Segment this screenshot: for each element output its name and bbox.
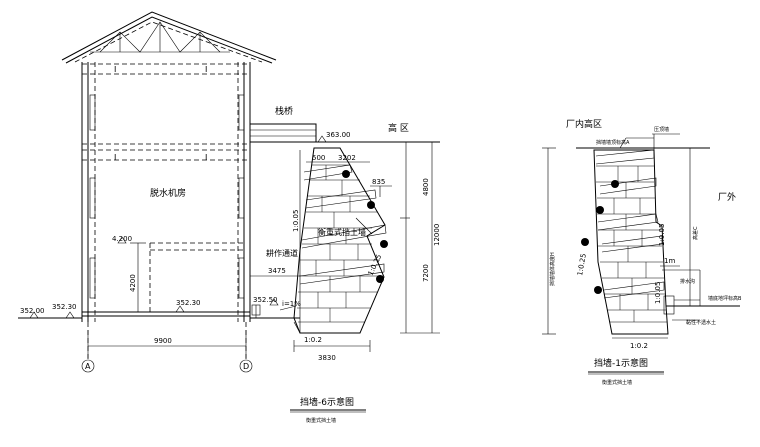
svg-text:I: I (114, 153, 116, 162)
left-caption: 挡墙-6示意图 衡重式挡土墙 (290, 396, 366, 424)
right-text: 厂内高区 厂外 挡墙墙顶标高A 压顶墙 1:0.05 1:0.25 1:0.2 … (549, 118, 742, 350)
trestle-bridge (249, 123, 330, 143)
slope-label: i=1% (282, 300, 301, 308)
dim-1m: 1m (664, 257, 675, 265)
left-caption-subtitle: 衡重式挡土墙 (306, 417, 336, 424)
roof-truss (61, 11, 277, 64)
grade-3-label: 1:0.2 (304, 336, 322, 344)
right-caption-title: 挡墙-1示意图 (594, 357, 648, 369)
dim-4800: 4800 (422, 178, 430, 196)
elev-352-50-label: 352.50 (253, 296, 278, 304)
dim-4200v: 4200 (129, 274, 137, 292)
top-note-2: 压顶墙 (654, 126, 669, 133)
retaining-wall-6 (293, 147, 388, 334)
right-caption: 挡墙-1示意图 衡重式挡土墙 (588, 357, 664, 386)
dim-7200: 7200 (422, 264, 430, 282)
elev-352-30-b-label: 352.30 (176, 299, 201, 307)
grade-1-label: 1:0.05 (292, 210, 300, 232)
factory-high-label: 厂内高区 (566, 118, 602, 130)
factory-out-label: 厂外 (718, 191, 736, 203)
left-drawing: I I I I (18, 11, 441, 424)
retaining-wall-1 (576, 147, 740, 335)
grade-2-label: 1:0.25 (367, 253, 384, 277)
dim-9900: 9900 (154, 337, 172, 345)
top-note-1: 挡墙墙顶标高A (596, 139, 630, 146)
right-grade-4: 1:0.05 (654, 282, 662, 304)
elev-352-00-label: 352.00 (20, 307, 45, 315)
service-road-label: 耕作通道 (266, 248, 298, 258)
left-dimensions (29, 135, 440, 373)
dim-3830: 3830 (318, 354, 336, 362)
left-text: 栈桥 高 区 脱水机房 衡重式挡土墙 耕作通道 363.00 4.200 352… (20, 105, 441, 371)
dim-835: 835 (372, 178, 385, 186)
fill-note: 黏性不透水土 (686, 319, 716, 326)
dim-3202: 3202 (338, 154, 356, 162)
left-caption-title: 挡墙-6示意图 (300, 396, 354, 408)
right-caption-subtitle: 衡重式挡土墙 (602, 379, 632, 386)
right-drawing: 厂内高区 厂外 挡墙墙顶标高A 压顶墙 1:0.05 1:0.25 1:0.2 … (542, 118, 742, 386)
elev-4200-label: 4.200 (112, 235, 132, 243)
high-zone-label: 高 区 (388, 122, 409, 134)
axis-a-label: A (85, 362, 91, 371)
svg-text:I: I (205, 65, 207, 74)
svg-text:I: I (114, 65, 116, 74)
c-label: 高差C (692, 226, 699, 240)
elev-352-30-a-label: 352.30 (52, 303, 77, 311)
right-grade-1: 1:0.05 (658, 224, 666, 246)
height-label: 挡墙墙体高度H (549, 252, 556, 286)
trestle-label: 栈桥 (275, 105, 293, 117)
dim-12000: 12000 (433, 224, 441, 246)
right-dimensions (542, 133, 700, 339)
svg-text:I: I (205, 153, 207, 162)
dim-500: 500 (312, 154, 325, 162)
top-elev-label: 363.00 (326, 131, 351, 139)
retaining-wall-label: 衡重式挡土墙 (318, 227, 366, 237)
right-grade-3: 1:0.2 (630, 342, 648, 350)
drain-ditch-label: 排水沟 (680, 278, 695, 285)
dim-3475: 3475 (268, 267, 286, 275)
right-grade-2: 1:0.25 (576, 253, 588, 276)
building-frame: I I I I (81, 62, 251, 322)
axis-d-label: D (243, 362, 249, 371)
ground-label: 墙底地坪标高B (708, 295, 742, 302)
dewater-room-label: 脱水机房 (150, 187, 186, 199)
